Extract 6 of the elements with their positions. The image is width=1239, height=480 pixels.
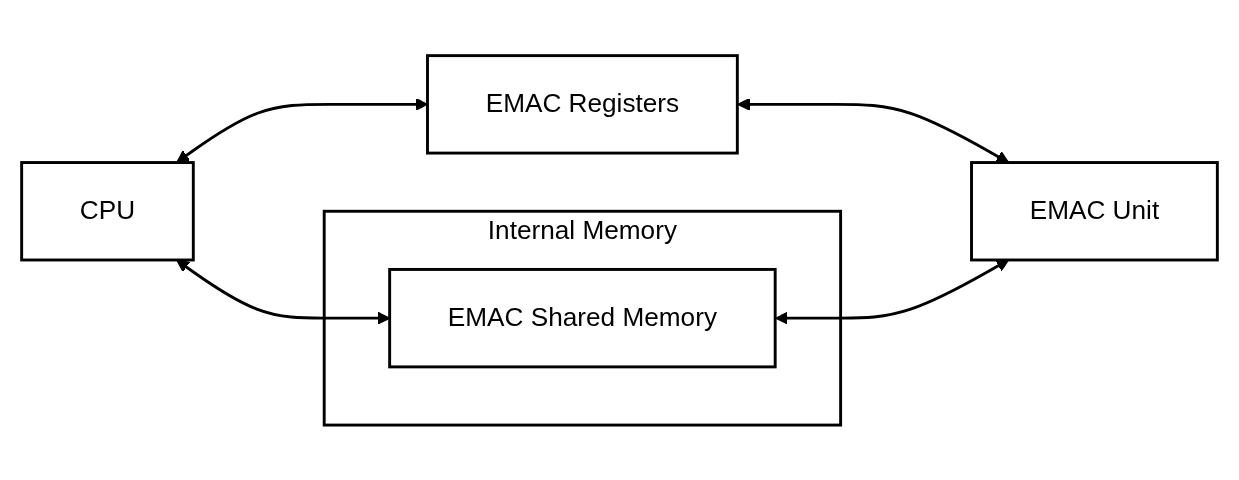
arrow [737,97,1010,163]
node-box: EMAC Unit [970,160,1219,262]
arrow [775,259,1010,325]
node-box: CPU [20,160,195,262]
node-box: EMAC Shared Memory [388,267,777,368]
node-box: EMAC Registers [426,53,739,155]
